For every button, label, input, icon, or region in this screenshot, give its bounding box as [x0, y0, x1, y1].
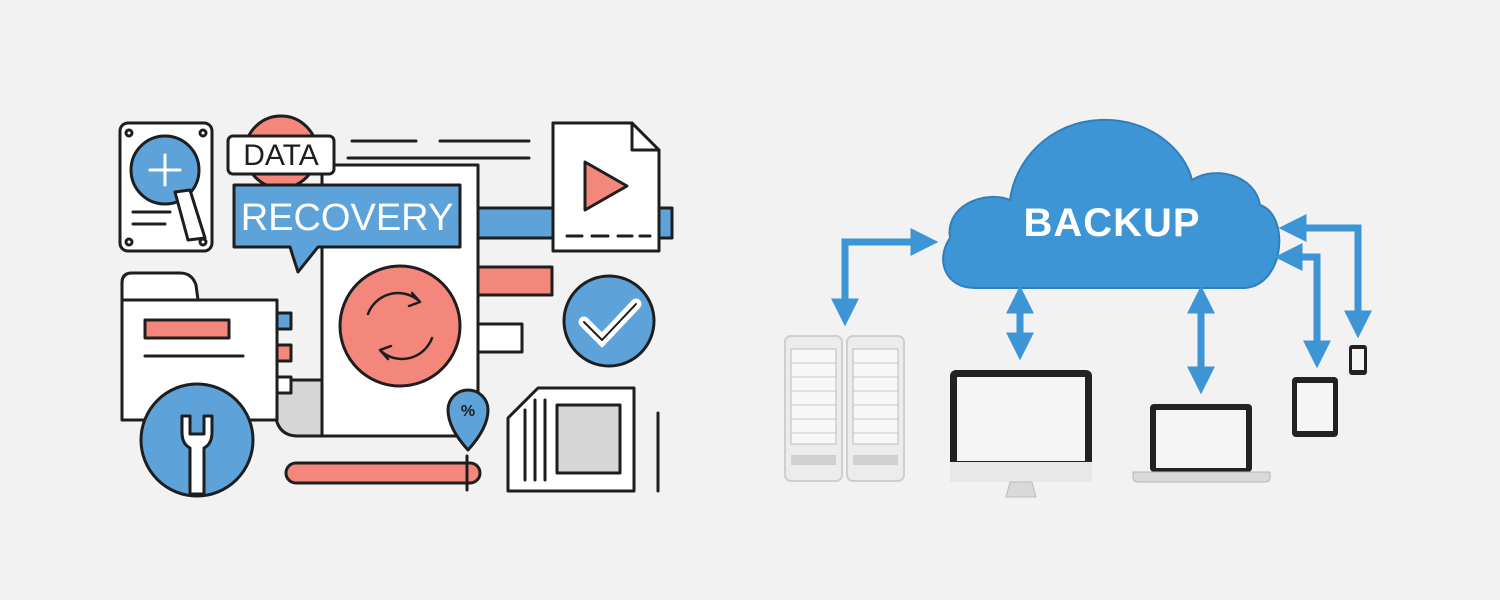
tablet-icon — [1292, 377, 1338, 437]
sd-card-icon — [506, 386, 660, 493]
cloud-icon — [942, 118, 1281, 289]
connection-arrows — [831, 214, 1372, 395]
percent-pin-icon — [446, 388, 490, 452]
hard-drive-icon — [118, 121, 214, 253]
laptop-icon — [1132, 404, 1271, 483]
backup-label: BACKUP — [1023, 201, 1200, 245]
data-label-box — [226, 134, 336, 176]
checkmark-icon — [562, 274, 656, 368]
arrow-servers — [831, 228, 939, 327]
phone-icon — [1349, 345, 1367, 375]
server-rack-icon — [784, 335, 905, 482]
wrench-icon — [139, 382, 255, 498]
arrow-phone — [1278, 214, 1372, 339]
recovery-speech-bubble — [232, 183, 462, 274]
arrow-tablet — [1274, 243, 1331, 369]
white-bar — [476, 322, 524, 354]
cloud-backup-diagram — [784, 118, 1372, 498]
coral-bar — [476, 265, 554, 297]
desktop-monitor-icon — [950, 370, 1092, 498]
progress-bar — [284, 454, 482, 492]
folder-icon — [120, 271, 293, 422]
percent-label: % — [461, 403, 475, 420]
data-recovery-illustration — [118, 114, 674, 498]
video-file-icon — [551, 121, 661, 253]
data-label: DATA — [243, 139, 319, 172]
recovery-label: RECOVERY — [241, 197, 454, 239]
